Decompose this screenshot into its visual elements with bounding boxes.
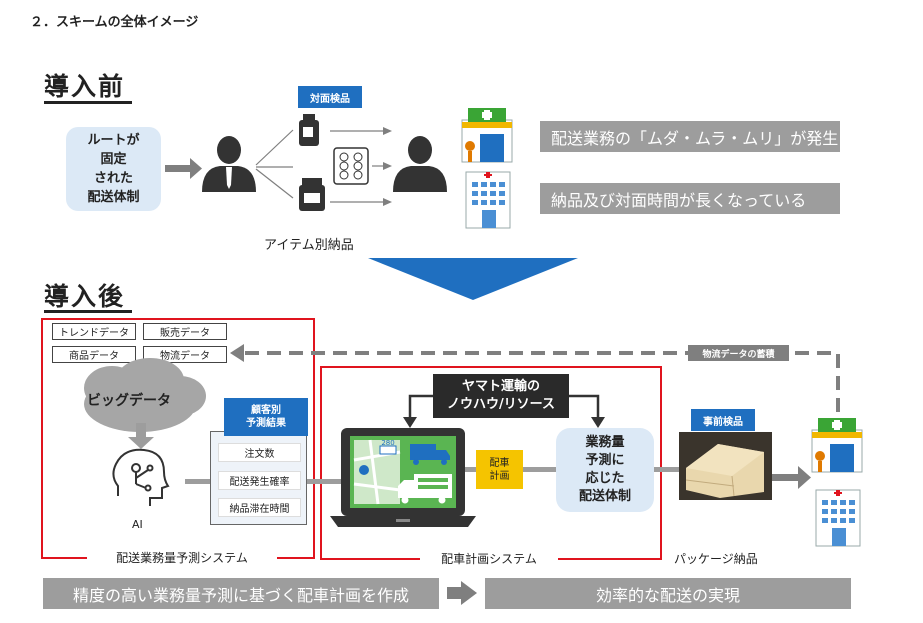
arrow-left-icon — [230, 344, 244, 362]
truck-icon — [398, 474, 452, 504]
hospital-icon — [465, 171, 511, 229]
trend-data-box: トレンドデータ — [52, 323, 136, 340]
forecast-system-label: 配送業務量予測システム — [87, 549, 277, 566]
laptop-icon — [330, 428, 476, 527]
pill-pack-icon — [333, 147, 369, 185]
bracket-arrow-icon — [408, 394, 600, 418]
summary-right-bar: 効率的な配送の実現 — [485, 578, 851, 609]
truck-icon — [410, 444, 450, 465]
fixed-route-box: ルートが 固定 された 配送体制 — [66, 127, 161, 211]
product-data-box: 商品データ — [52, 346, 136, 363]
package-photo — [679, 432, 772, 500]
forecast-item-stay-time: 納品滞在時間 — [218, 498, 301, 517]
dispatch-plan-box: 配車 計画 — [476, 450, 523, 489]
item-arrows — [330, 130, 383, 203]
person-icon — [202, 136, 256, 192]
accumulation-tag: 物流データの蓄積 — [688, 345, 789, 361]
customer-forecast-panel: 注文数 配送発生確率 納品滞在時間 — [210, 431, 307, 525]
connector-line — [523, 467, 556, 472]
connector-line — [307, 479, 341, 484]
section-heading: ２．スキームの全体イメージ — [30, 15, 199, 30]
arrow-right-icon — [165, 158, 202, 179]
logistics-data-box: 物流データ — [143, 346, 227, 363]
problem-waste: 配送業務の「ムダ・ムラ・ムリ」が発生 — [540, 121, 840, 152]
arrow-right-icon — [772, 466, 811, 489]
ai-head-icon — [112, 448, 170, 506]
distribution-lines — [255, 129, 294, 199]
pharmacy-icon — [461, 108, 513, 163]
dispatch-system-label: 配車計画システム — [420, 550, 558, 567]
face-inspection-tag: 対面検品 — [298, 86, 362, 108]
workload-system-box: 業務量 予測に 応じた 配送体制 — [556, 428, 654, 512]
person-icon — [393, 136, 447, 192]
map-icon — [353, 439, 401, 505]
ai-label: AI — [132, 518, 143, 531]
big-data-label: ビッグデータ — [87, 393, 171, 409]
summary-left-bar: 精度の高い業務量予測に基づく配車計画を作成 — [43, 578, 439, 609]
pharmacy-icon — [811, 418, 863, 473]
forecast-item-probability: 配送発生確率 — [218, 471, 301, 490]
arrow-down-icon — [128, 423, 154, 449]
pre-inspection-tag: 事前検品 — [691, 409, 755, 431]
before-title-underline — [44, 101, 132, 104]
after-title: 導入後 — [44, 282, 126, 311]
hospital-icon — [815, 489, 861, 547]
down-arrow-icon — [368, 258, 578, 300]
arrow-right-icon — [447, 581, 477, 605]
sales-data-box: 販売データ — [143, 323, 227, 340]
item-delivery-caption: アイテム別納品 — [264, 238, 354, 253]
cloud-icon — [84, 358, 206, 432]
yamato-knowhow-box: ヤマト運輸の ノウハウ/リソース — [433, 374, 569, 418]
medicine-bottle-icon — [299, 178, 325, 211]
package-delivery-label: パッケージ納品 — [674, 552, 758, 566]
connector-line — [465, 467, 476, 472]
medicine-bottle-icon — [299, 114, 319, 146]
map-badge: 280 — [381, 439, 395, 447]
connector-line — [185, 479, 211, 484]
before-title: 導入前 — [44, 72, 126, 101]
connector-line — [654, 467, 679, 472]
problem-long-time: 納品及び対面時間が長くなっている — [540, 183, 840, 214]
forecast-item-orders: 注文数 — [218, 443, 301, 462]
customer-forecast-header: 顧客別 予測結果 — [224, 398, 308, 436]
after-title-underline — [44, 310, 132, 313]
